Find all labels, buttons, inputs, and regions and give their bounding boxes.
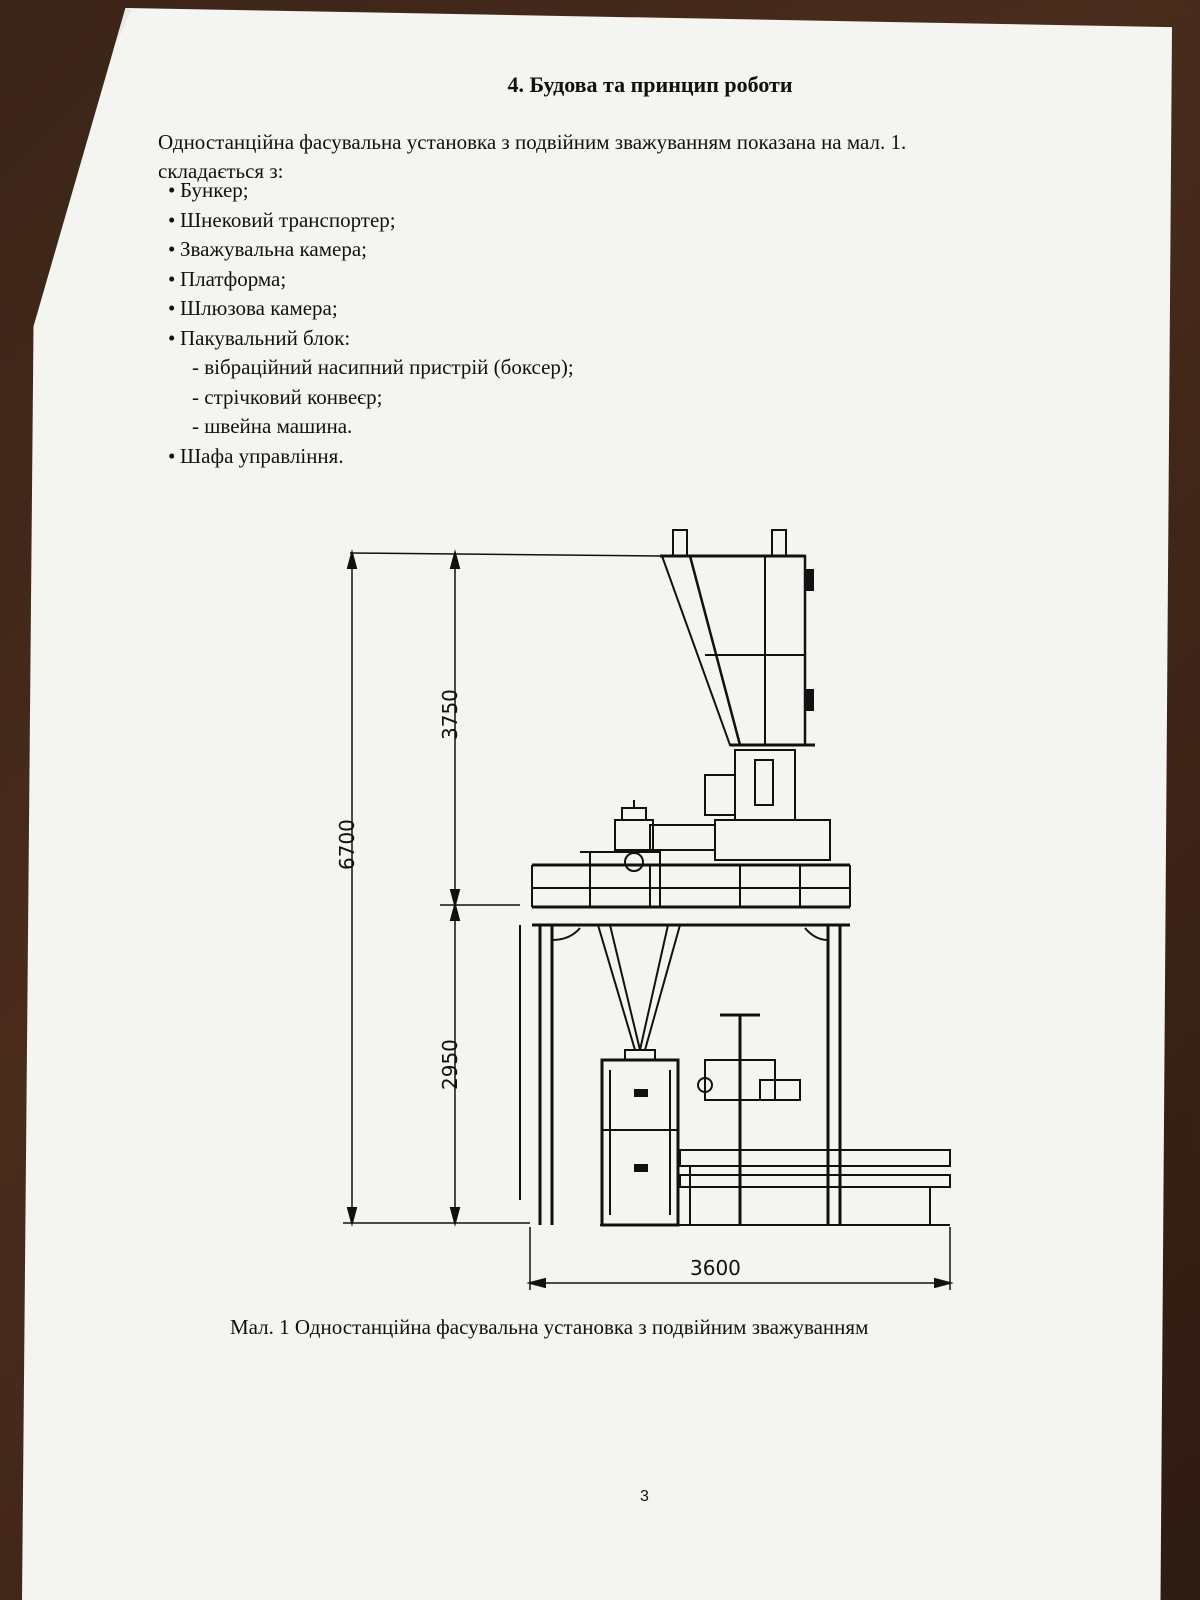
list-item: •Шнековий транспортер; (168, 206, 574, 236)
list-subitem: - стрічковий конвеєр; (192, 384, 383, 409)
dimension-upper-height: 3750 (438, 689, 462, 740)
document-page (22, 8, 1172, 1600)
list-subitem: - вібраційний насипний пристрій (боксер)… (192, 355, 574, 379)
bullet-icon: • (168, 443, 176, 468)
section-heading: 4. Будова та принцип роботи (507, 72, 793, 97)
intro-line-1: Одностанційна фасувальна установка з под… (158, 130, 907, 154)
intro-paragraph: Одностанційна фасувальна установка з под… (158, 128, 1118, 186)
bullet-icon: • (168, 178, 176, 202)
bullet-icon: • (168, 296, 176, 320)
list-item: •Шлюзова камера; (168, 294, 574, 324)
list-item: •Пакувальний блок: (168, 324, 574, 354)
intro-line-2: складається з: (158, 159, 284, 183)
bullet-icon: • (168, 266, 176, 291)
bullet-icon: • (168, 325, 176, 350)
list-item: •Шафа управління. (168, 442, 574, 472)
bullet-icon: • (168, 207, 176, 232)
components-list: •Бункер; •Шнековий транспортер; •Зважува… (168, 176, 574, 471)
list-item: •Платформа; (168, 265, 574, 295)
page-number: 3 (640, 1488, 649, 1505)
dimension-lower-height: 2950 (438, 1039, 462, 1090)
list-subitem: - швейна машина. (192, 414, 353, 438)
list-item: •Бункер; (168, 176, 574, 206)
list-item: •Зважувальна камера; (168, 235, 574, 265)
dimension-total-height: 6700 (335, 819, 359, 870)
dimension-width: 3600 (690, 1256, 741, 1280)
bullet-icon: • (168, 237, 176, 261)
figure-caption: Мал. 1 Одностанційна фасувальна установк… (230, 1315, 869, 1339)
